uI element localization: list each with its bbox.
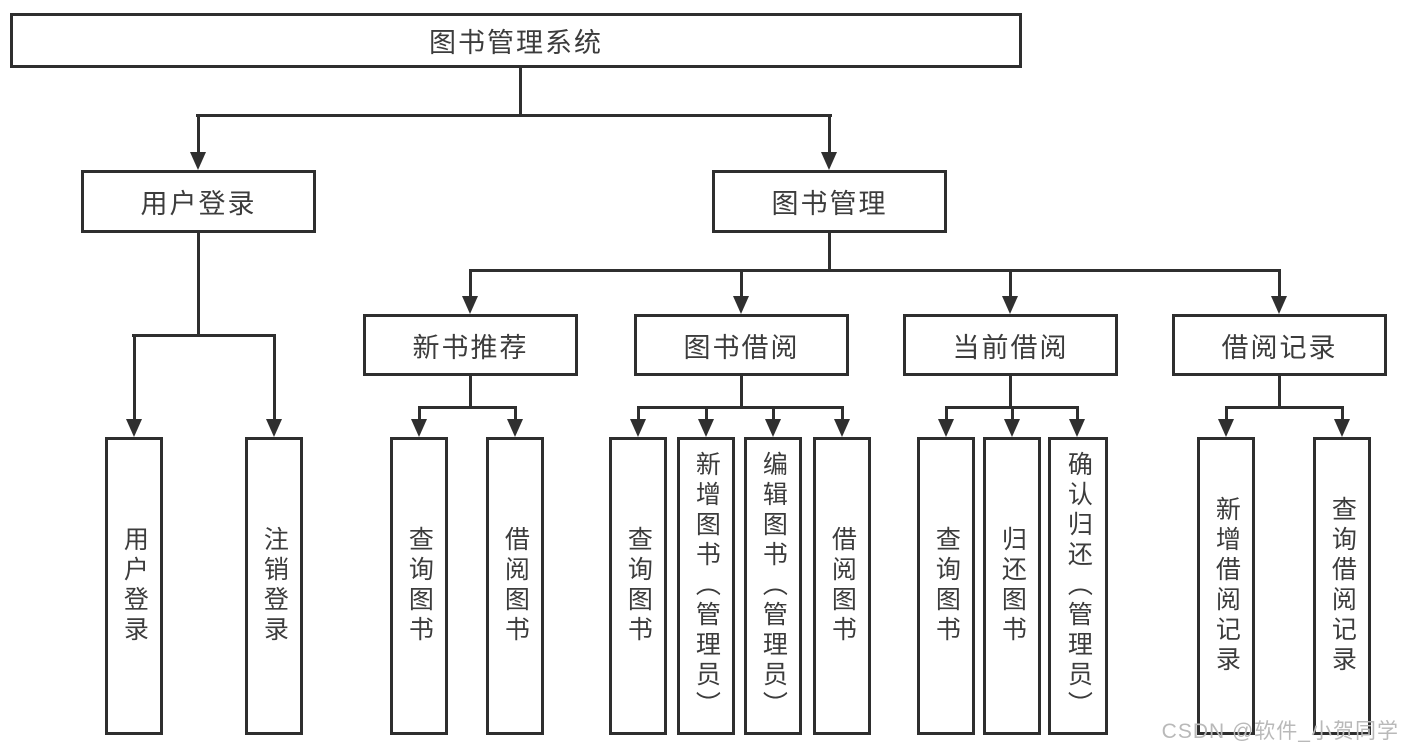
connector-vline	[1278, 376, 1281, 409]
leaf-confirm-return-admin: 确认归还（管理员）	[1048, 437, 1108, 735]
leaf-user-login-label: 用户登录	[120, 526, 149, 646]
leaf-add-borrow-record-label: 新增借阅记录	[1212, 496, 1241, 676]
leaf-add-books-admin-label: 新增图书（管理员）	[692, 451, 721, 721]
arrow-down-icon	[630, 419, 646, 437]
connector-vline	[469, 376, 472, 409]
leaf-edit-books-admin-label: 编辑图书（管理员）	[759, 451, 788, 721]
connector-vline	[772, 406, 775, 422]
arrow-down-icon	[190, 152, 206, 170]
leaf-edit-books-admin: 编辑图书（管理员）	[744, 437, 802, 735]
arrow-down-icon	[462, 296, 478, 314]
arrow-down-icon	[834, 419, 850, 437]
arrow-down-icon	[733, 296, 749, 314]
connector-vline	[945, 406, 948, 422]
leaf-query-books-recommend: 查询图书	[390, 437, 448, 735]
leaf-confirm-return-admin-label: 确认归还（管理员）	[1064, 451, 1093, 721]
node-new-book-recommend: 新书推荐	[363, 314, 578, 376]
node-user-login: 用户登录	[81, 170, 316, 233]
connector-vline	[1076, 406, 1079, 422]
leaf-query-borrow-record: 查询借阅记录	[1313, 437, 1371, 735]
arrow-down-icon	[411, 419, 427, 437]
leaf-return-books-label: 归还图书	[998, 526, 1027, 646]
leaf-add-borrow-record: 新增借阅记录	[1197, 437, 1255, 735]
arrow-down-icon	[1334, 419, 1350, 437]
connector-vline	[637, 406, 640, 422]
leaf-query-books-borrow: 查询图书	[609, 437, 667, 735]
leaf-query-books-current: 查询图书	[917, 437, 975, 735]
leaf-borrow-books-label: 借阅图书	[828, 526, 857, 646]
node-book-borrow: 图书借阅	[634, 314, 849, 376]
leaf-logout-label: 注销登录	[260, 526, 289, 646]
connector-vline	[705, 406, 708, 422]
csdn-watermark: CSDN @软件_小贺同学	[1161, 720, 1399, 743]
connector-vline	[1341, 406, 1344, 422]
connector-vline	[1009, 269, 1012, 298]
leaf-return-books: 归还图书	[983, 437, 1041, 735]
connector-vline	[1009, 376, 1012, 409]
connector-vline	[841, 406, 844, 422]
leaf-query-books-borrow-label: 查询图书	[624, 526, 653, 646]
connector-vline	[273, 334, 276, 421]
leaf-borrow-books-recommend: 借阅图书	[486, 437, 544, 735]
connector-hline	[1225, 406, 1344, 409]
arrow-down-icon	[1004, 419, 1020, 437]
node-book-system-label: 图书管理系统	[429, 28, 603, 58]
connector-hline	[418, 406, 517, 409]
connector-vline	[197, 114, 200, 154]
connector-vline	[133, 334, 136, 421]
node-current-borrow: 当前借阅	[903, 314, 1118, 376]
connector-vline	[418, 406, 421, 422]
leaf-logout: 注销登录	[245, 437, 303, 735]
connector-vline	[828, 233, 831, 272]
arrow-down-icon	[507, 419, 523, 437]
leaf-add-books-admin: 新增图书（管理员）	[677, 437, 735, 735]
arrow-down-icon	[1069, 419, 1085, 437]
node-new-book-recommend-label: 新书推荐	[412, 332, 529, 363]
arrow-down-icon	[1271, 296, 1287, 314]
node-book-management-label: 图书管理	[771, 189, 888, 219]
node-book-borrow-label: 图书借阅	[683, 332, 800, 363]
node-borrow-records: 借阅记录	[1172, 314, 1387, 376]
node-borrow-records-label: 借阅记录	[1221, 332, 1338, 363]
connector-vline	[740, 269, 743, 298]
connector-vline	[519, 68, 522, 117]
connector-vline	[514, 406, 517, 422]
arrow-down-icon	[938, 419, 954, 437]
arrow-down-icon	[821, 152, 837, 170]
connector-vline	[469, 269, 472, 298]
arrow-down-icon	[266, 419, 282, 437]
connector-vline	[1278, 269, 1281, 298]
connector-hline	[132, 334, 276, 337]
leaf-borrow-books-recommend-label: 借阅图书	[501, 526, 530, 646]
node-book-system: 图书管理系统	[10, 13, 1022, 68]
connector-vline	[197, 233, 200, 337]
leaf-query-books-current-label: 查询图书	[932, 526, 961, 646]
node-current-borrow-label: 当前借阅	[952, 332, 1069, 363]
connector-hline	[196, 114, 832, 117]
connector-vline	[828, 114, 831, 154]
connector-hline	[637, 406, 844, 409]
arrow-down-icon	[1002, 296, 1018, 314]
connector-vline	[1225, 406, 1228, 422]
connector-vline	[1011, 406, 1014, 422]
leaf-query-books-recommend-label: 查询图书	[405, 526, 434, 646]
arrow-down-icon	[126, 419, 142, 437]
leaf-query-borrow-record-label: 查询借阅记录	[1328, 496, 1357, 676]
connector-hline	[469, 269, 1281, 272]
node-user-login-label: 用户登录	[140, 189, 257, 219]
arrow-down-icon	[765, 419, 781, 437]
leaf-borrow-books: 借阅图书	[813, 437, 871, 735]
arrow-down-icon	[698, 419, 714, 437]
arrow-down-icon	[1218, 419, 1234, 437]
node-book-management: 图书管理	[712, 170, 947, 233]
connector-vline	[740, 376, 743, 409]
leaf-user-login: 用户登录	[105, 437, 163, 735]
